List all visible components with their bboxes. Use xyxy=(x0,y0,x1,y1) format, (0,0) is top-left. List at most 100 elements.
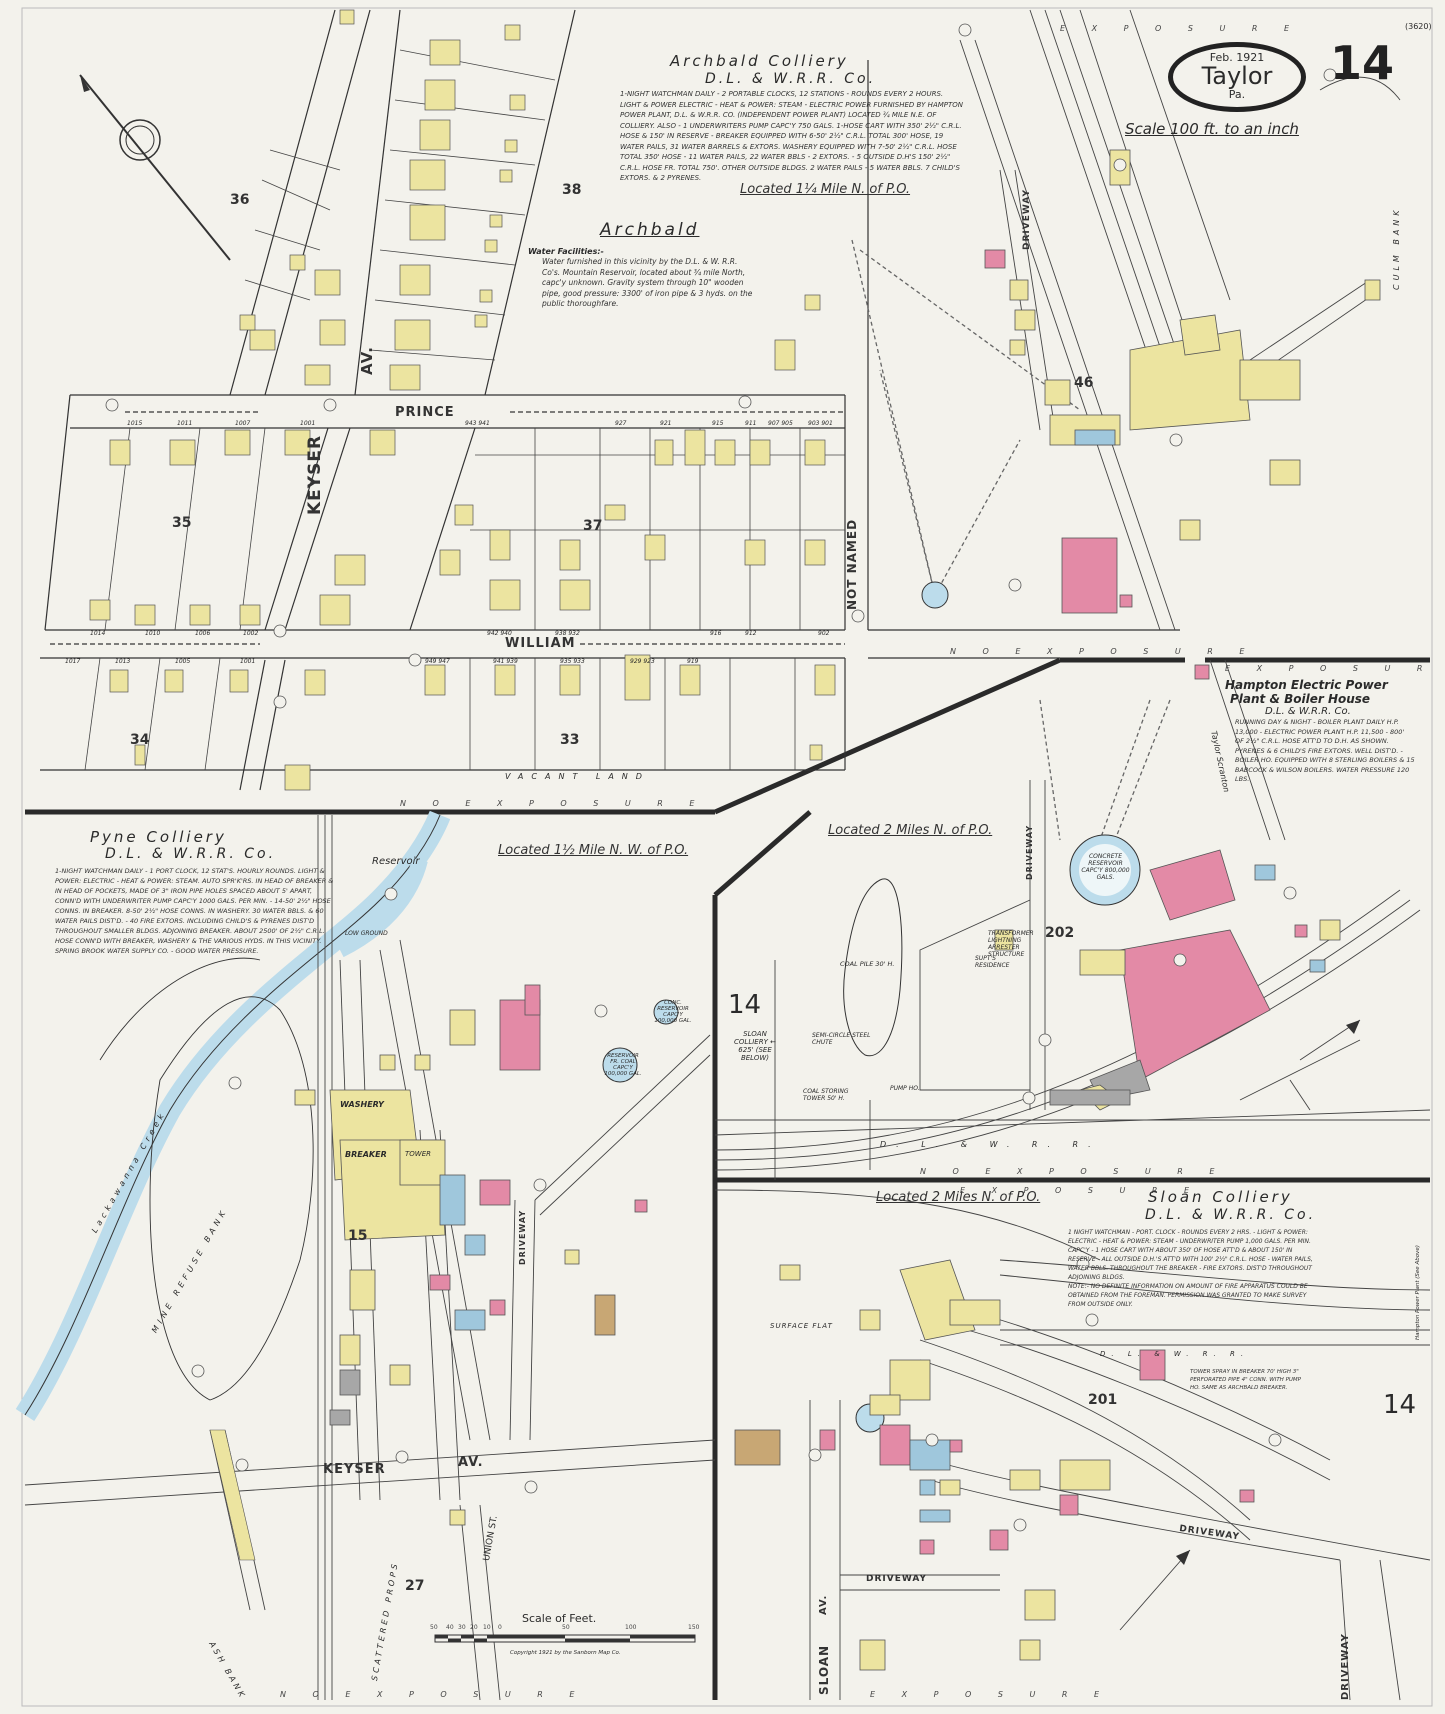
house-number: 1006 xyxy=(195,630,211,637)
culm-bank-label: CULM BANK xyxy=(1392,206,1401,290)
house-number: 912 xyxy=(745,630,757,637)
exposure-label: E X P O S U R E xyxy=(870,1690,1112,1699)
house-number: 943 941 xyxy=(465,420,490,427)
city-name: Taylor xyxy=(1201,62,1273,90)
house-number: 949 947 xyxy=(425,658,450,665)
street-driveway: DRIVEWAY xyxy=(1022,188,1032,250)
scale-tick: 0 xyxy=(498,1624,502,1631)
house-number: 1005 xyxy=(175,658,191,665)
hampton-reference: Hampton Power Plant (See Above) xyxy=(1415,1245,1421,1340)
hampton-company: D.L. & W.R.R. Co. xyxy=(1265,706,1351,717)
house-number: 907 905 xyxy=(768,420,793,427)
house-number: 1011 xyxy=(177,420,193,427)
state-name: Pa. xyxy=(1228,88,1246,101)
block-number: 36 xyxy=(230,192,250,208)
scale-tick: 20 xyxy=(470,1624,478,1631)
exposure-label: E X P O S U R E xyxy=(1060,24,1302,33)
dwellings xyxy=(89,9,836,791)
scale-tick: 100 xyxy=(625,1624,637,1631)
sloan-sheet-reference: 14 xyxy=(728,990,762,1020)
house-number: 1013 xyxy=(115,658,131,665)
water-facilities-text: Water furnished in this vicinity by the … xyxy=(542,257,753,308)
title-cartouche: Feb. 1921 Taylor Pa. xyxy=(1168,42,1306,112)
house-number: 1010 xyxy=(145,630,161,637)
sloan-company: D.L. & W.R.R. Co. xyxy=(1145,1207,1317,1223)
block-number: 35 xyxy=(172,515,192,531)
sheet-number: 14 xyxy=(1330,36,1395,90)
house-number: 941 939 xyxy=(493,658,518,665)
house-number: 1001 xyxy=(300,420,316,427)
street-av-lower: AV. xyxy=(458,1455,484,1470)
exposure-label: N O E X P O S U R E xyxy=(280,1690,587,1699)
street-driveway: DRIVEWAY xyxy=(1340,1633,1351,1700)
exposure-label: E X P O S U R E xyxy=(960,1186,1202,1195)
street-keyser-av-suffix: AV. xyxy=(358,346,376,375)
scale-tick: 150 xyxy=(688,1624,700,1631)
coal-pile-label: Coal Pile 30' H. xyxy=(840,960,895,968)
hampton-title-line2: Plant & Boiler House xyxy=(1230,692,1371,706)
street-sloan: SLOAN xyxy=(817,1644,831,1695)
pyne-company: D.L. & W.R.R. Co. xyxy=(105,846,277,862)
coal-storing-tower-label: Coal storing tower 50' H. xyxy=(803,1088,849,1102)
concrete-reservoir-label: Concrete Reservoir capc'y 800,000 gals. xyxy=(1081,853,1130,881)
exposure-label: N O E X P O S U R E xyxy=(950,647,1257,656)
sloan-reference-text: Sloan Colliery ← 625' (See Below) xyxy=(734,1030,776,1062)
vacant-land-label: VACANT LAND xyxy=(505,772,650,781)
house-number: 929 923 xyxy=(630,658,655,665)
sheet-index-code: (3620) xyxy=(1405,22,1432,31)
exposure-label: N O E X P O S U R E xyxy=(400,799,707,808)
scale-tick: 40 xyxy=(446,1624,454,1631)
hampton-fire-notes: Running day & night - Boiler plant daily… xyxy=(1235,718,1415,783)
house-number: 902 xyxy=(818,630,830,637)
sloan-note: Note:- No definite information on amount… xyxy=(1068,1283,1308,1308)
house-number: 942 940 xyxy=(487,630,512,637)
scale-tick: 30 xyxy=(458,1624,466,1631)
house-number: 927 xyxy=(615,420,627,427)
sloan-location: Located 2 Miles N. of P.O. xyxy=(876,1190,1041,1205)
scale-tick: 10 xyxy=(483,1624,491,1631)
house-number: 911 xyxy=(745,420,757,427)
archbald-title: Archbald Colliery xyxy=(670,52,849,70)
pump-house-label: Pump Ho. xyxy=(890,1085,920,1092)
breaker-label: Breaker xyxy=(345,1150,387,1159)
pyne-title: Pyne Colliery xyxy=(90,828,227,846)
house-number: 935 933 xyxy=(560,658,585,665)
scale-tick: 50 xyxy=(430,1624,438,1631)
house-number: 1007 xyxy=(235,420,251,427)
pyne-fire-notes: 1-Night watchman daily - 1 port clock, 1… xyxy=(55,867,334,955)
scale-tick: 50 xyxy=(562,1624,570,1631)
street-driveway: DRIVEWAY xyxy=(518,1209,527,1265)
block-number: 15 xyxy=(348,1228,368,1244)
street-keyser: KEYSER xyxy=(305,434,325,515)
archbald-location: Located 1¼ Mile N. of P.O. xyxy=(740,182,911,197)
pyne-conc-reservoir-label: Conc. Reservoir capc'y 100,000 gal. xyxy=(654,1000,692,1024)
block-number: 34 xyxy=(130,732,150,748)
block-number: 38 xyxy=(562,182,582,198)
house-number: 915 xyxy=(712,420,724,427)
street-not-named: NOT NAMED xyxy=(845,518,859,610)
street-sloan-av-suffix: AV. xyxy=(818,1594,829,1615)
archbald-fire-notes: 1-Night watchman daily - 2 portable cloc… xyxy=(620,90,964,182)
map-scale: Scale 100 ft. to an inch xyxy=(1125,120,1299,138)
house-number: 1001 xyxy=(240,658,256,665)
surface-flat-label: SURFACE FLAT xyxy=(770,1322,833,1330)
street-driveway: DRIVEWAY xyxy=(866,1574,928,1584)
tower-label: Tower xyxy=(405,1150,431,1158)
block-number: 46 xyxy=(1074,375,1094,391)
reservoir-label: Reservoir xyxy=(372,856,420,867)
compass-rose xyxy=(79,74,231,261)
house-number: 1015 xyxy=(127,420,143,427)
sloan-tower-spray: Tower spray in breaker 70' high 3" perfo… xyxy=(1190,1369,1301,1391)
street-william: WILLIAM xyxy=(505,636,576,651)
hampton-location: Located 2 Miles N. of P.O. xyxy=(828,823,993,838)
low-ground-label: LOW GROUND xyxy=(345,930,388,937)
block-number: 33 xyxy=(560,732,580,748)
sloan-title: Sloan Colliery xyxy=(1148,1188,1293,1206)
block-number: 37 xyxy=(583,518,603,534)
semi-circle-chute-label: Semi-circle steel chute xyxy=(812,1032,871,1046)
archbald-company: D.L. & W.R.R. Co. xyxy=(705,71,877,87)
map-date: Feb. 1921 xyxy=(1209,51,1265,64)
exposure-label: E X P O S U R E xyxy=(1225,664,1445,673)
